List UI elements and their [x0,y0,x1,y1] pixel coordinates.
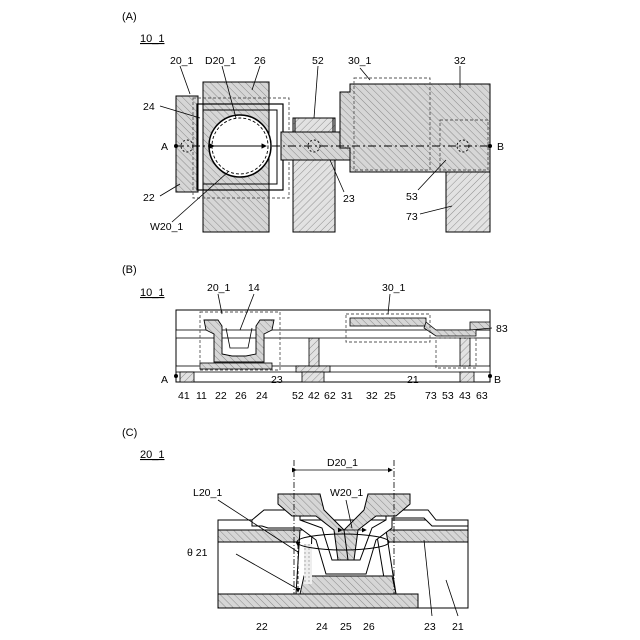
conductor-52-b [296,366,330,372]
label-73-b: 73 [425,390,437,402]
layer-73 [446,172,490,232]
label-point-a: A [161,141,168,153]
panel-c-label: (C) [122,427,137,439]
label-43-b: 43 [459,390,471,402]
layer-22-a [176,96,198,192]
label-52-b: 52 [292,390,304,402]
label-30-1-a: 30_1 [348,55,372,67]
label-d20-1-c: D20_1 [327,457,358,469]
dots-liner-c [304,544,312,584]
label-24-c: 24 [316,621,328,633]
label-20-1-b: 20_1 [207,282,231,294]
layer-22-c [218,594,418,608]
label-21-b: 21 [407,374,419,386]
label-83-b: 83 [496,323,508,335]
leader-52-a [314,66,318,118]
label-26-c: 26 [363,621,375,633]
leader-20-1-a [180,66,190,94]
label-52-a: 52 [312,55,324,67]
label-30-1-b: 30_1 [382,282,406,294]
label-53-a: 53 [406,191,418,203]
label-22-c: 22 [256,621,268,633]
label-73-a: 73 [406,211,418,223]
label-w20-1-c: W20_1 [330,487,363,499]
label-point-b: B [497,141,504,153]
label-41-b: 41 [178,390,190,402]
panel-a-label: (A) [122,11,137,23]
layer-23-c-left [218,530,300,542]
label-62-b: 62 [324,390,336,402]
conductor-42 [302,372,324,382]
label-25-b: 25 [384,390,396,402]
label-theta-c: θ 21 [187,547,208,559]
label-d20-1-a: D20_1 [205,55,236,67]
layer-23-c-right [386,530,468,542]
panel-a: (A) 10_1 [122,11,504,233]
label-22-a: 22 [143,192,155,204]
label-25-c: 25 [340,621,352,633]
label-23-b: 23 [271,374,283,386]
label-53-b: 53 [442,390,454,402]
label-26-b: 26 [235,390,247,402]
label-26-a: 26 [254,55,266,67]
plug-63 [460,338,470,366]
label-32-b: 32 [366,390,378,402]
conductor-24-b [200,363,272,369]
layer-32-a [340,84,490,172]
label-22-b: 22 [215,390,227,402]
point-a-b [174,374,178,378]
label-l20-1-c: L20_1 [193,487,222,499]
plug-62 [309,338,319,366]
label-21-c: 21 [452,621,464,633]
panel-b-ref-label: 10_1 [140,287,164,299]
label-23-a: 23 [343,193,355,205]
label-32-a: 32 [454,55,466,67]
point-b [488,144,492,148]
panel-a-ref-label: 10_1 [140,33,164,45]
point-b-b [488,374,492,378]
label-23-c: 23 [424,621,436,633]
label-w20-1-a: W20_1 [150,221,183,233]
panel-c-ref-label: 20_1 [140,449,164,461]
panel-b: (B) 10_1 20_1 14 [122,264,508,402]
layer-52-pad [295,118,333,132]
point-a [174,144,178,148]
label-point-a-b: A [161,374,168,386]
panel-b-label: (B) [122,264,137,276]
label-31-b: 31 [341,390,353,402]
panel-c-bottom-labels: 22 24 25 26 23 21 [256,621,464,633]
label-20-1-a: 20_1 [170,55,194,67]
label-63-b: 63 [476,390,488,402]
label-11-b: 11 [196,390,207,402]
panel-c: (C) 20_1 D20_1 L20_1 [122,427,468,633]
label-24-b: 24 [256,390,268,402]
label-point-b-b: B [494,374,501,386]
label-24-a: 24 [143,101,155,113]
label-42-b: 42 [308,390,320,402]
fill-25-c [300,576,396,594]
conductor-43 [460,372,474,382]
conductor-41 [180,372,194,382]
label-14-b: 14 [248,282,260,294]
layer-25-b [350,318,426,326]
